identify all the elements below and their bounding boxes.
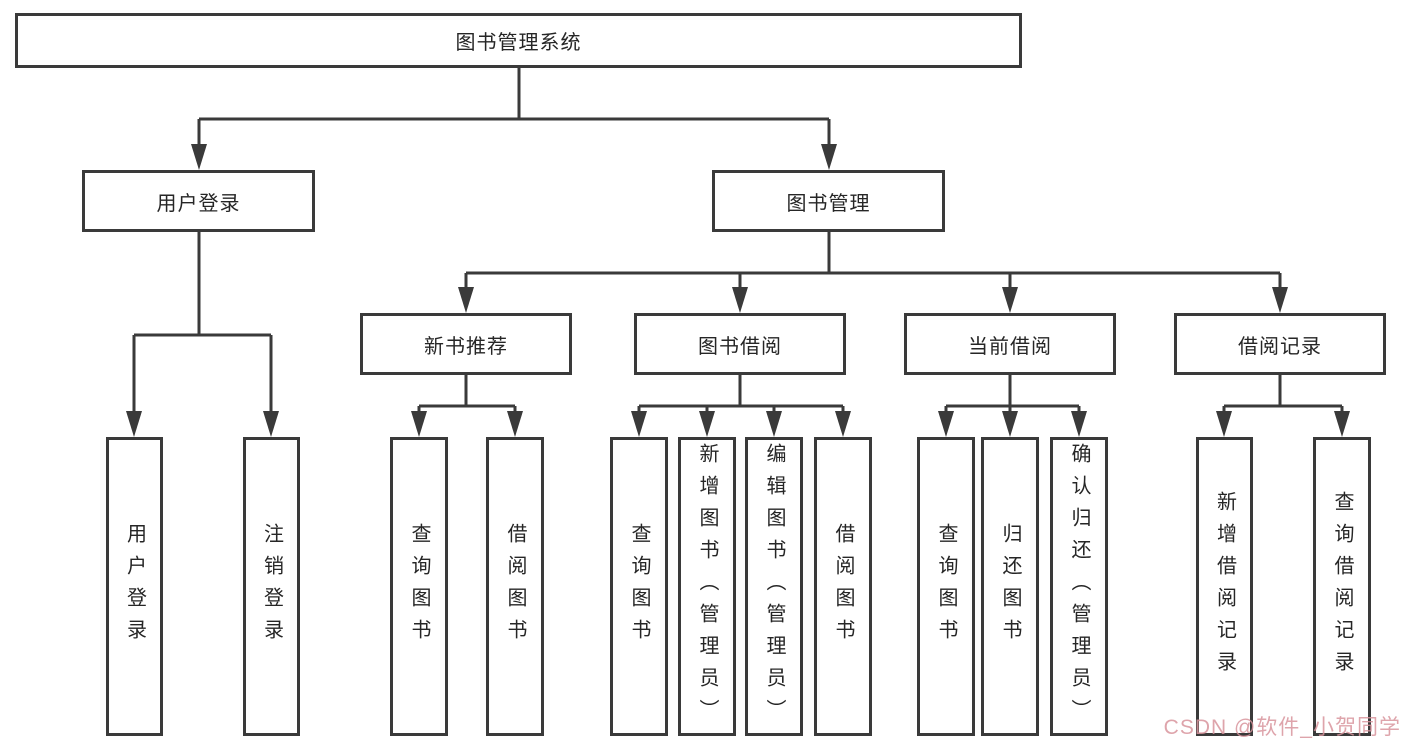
- leaf-cb-query-books-label: 查询图书: [935, 522, 957, 651]
- node-book-management-label: 图书管理: [786, 192, 871, 215]
- leaf-logout-label: 注销登录: [260, 522, 283, 651]
- leaf-bb-borrow-books-label: 借阅图书: [832, 522, 854, 651]
- node-book-borrowing: 图书借阅: [634, 313, 846, 375]
- leaf-bb-query-books-label: 查询图书: [628, 522, 650, 651]
- leaf-bb-edit-books-admin: 编辑图书（管理员）: [745, 437, 803, 736]
- node-borrowing-records: 借阅记录: [1174, 313, 1386, 375]
- leaf-bb-add-books-admin-label: 新增图书（管理员）: [696, 442, 718, 731]
- leaf-bb-borrow-books: 借阅图书: [814, 437, 872, 736]
- leaf-cb-query-books: 查询图书: [917, 437, 975, 736]
- leaf-user-login-label: 用户登录: [123, 522, 146, 651]
- leaf-br-add-record: 新增借阅记录: [1196, 437, 1253, 736]
- leaf-cb-confirm-return-admin-label: 确认归还（管理员）: [1068, 442, 1090, 731]
- node-book-management: 图书管理: [712, 170, 945, 232]
- node-user-login-label: 用户登录: [156, 192, 241, 215]
- leaf-user-login: 用户登录: [106, 437, 163, 736]
- leaf-cb-return-books: 归还图书: [981, 437, 1039, 736]
- node-borrowing-records-label: 借阅记录: [1238, 335, 1322, 358]
- leaf-br-query-record-label: 查询借阅记录: [1331, 490, 1353, 683]
- leaf-nbr-borrow-books-label: 借阅图书: [504, 522, 526, 651]
- node-book-borrowing-label: 图书借阅: [698, 335, 782, 358]
- node-current-borrowing-label: 当前借阅: [968, 335, 1052, 358]
- node-root: 图书管理系统: [15, 13, 1022, 68]
- leaf-nbr-borrow-books: 借阅图书: [486, 437, 544, 736]
- node-current-borrowing: 当前借阅: [904, 313, 1116, 375]
- leaf-br-add-record-label: 新增借阅记录: [1213, 490, 1236, 683]
- leaf-cb-confirm-return-admin: 确认归还（管理员）: [1050, 437, 1108, 736]
- leaf-logout: 注销登录: [243, 437, 300, 736]
- node-new-book-recommend-label: 新书推荐: [424, 335, 508, 358]
- leaf-nbr-query-books-label: 查询图书: [408, 522, 430, 651]
- leaf-bb-edit-books-admin-label: 编辑图书（管理员）: [763, 442, 785, 731]
- leaf-bb-query-books: 查询图书: [610, 437, 668, 736]
- leaf-cb-return-books-label: 归还图书: [999, 522, 1021, 651]
- node-root-label: 图书管理系统: [455, 32, 582, 54]
- node-user-login: 用户登录: [82, 170, 315, 232]
- node-new-book-recommend: 新书推荐: [360, 313, 572, 375]
- leaf-bb-add-books-admin: 新增图书（管理员）: [678, 437, 736, 736]
- leaf-br-query-record: 查询借阅记录: [1313, 437, 1371, 736]
- leaf-nbr-query-books: 查询图书: [390, 437, 448, 736]
